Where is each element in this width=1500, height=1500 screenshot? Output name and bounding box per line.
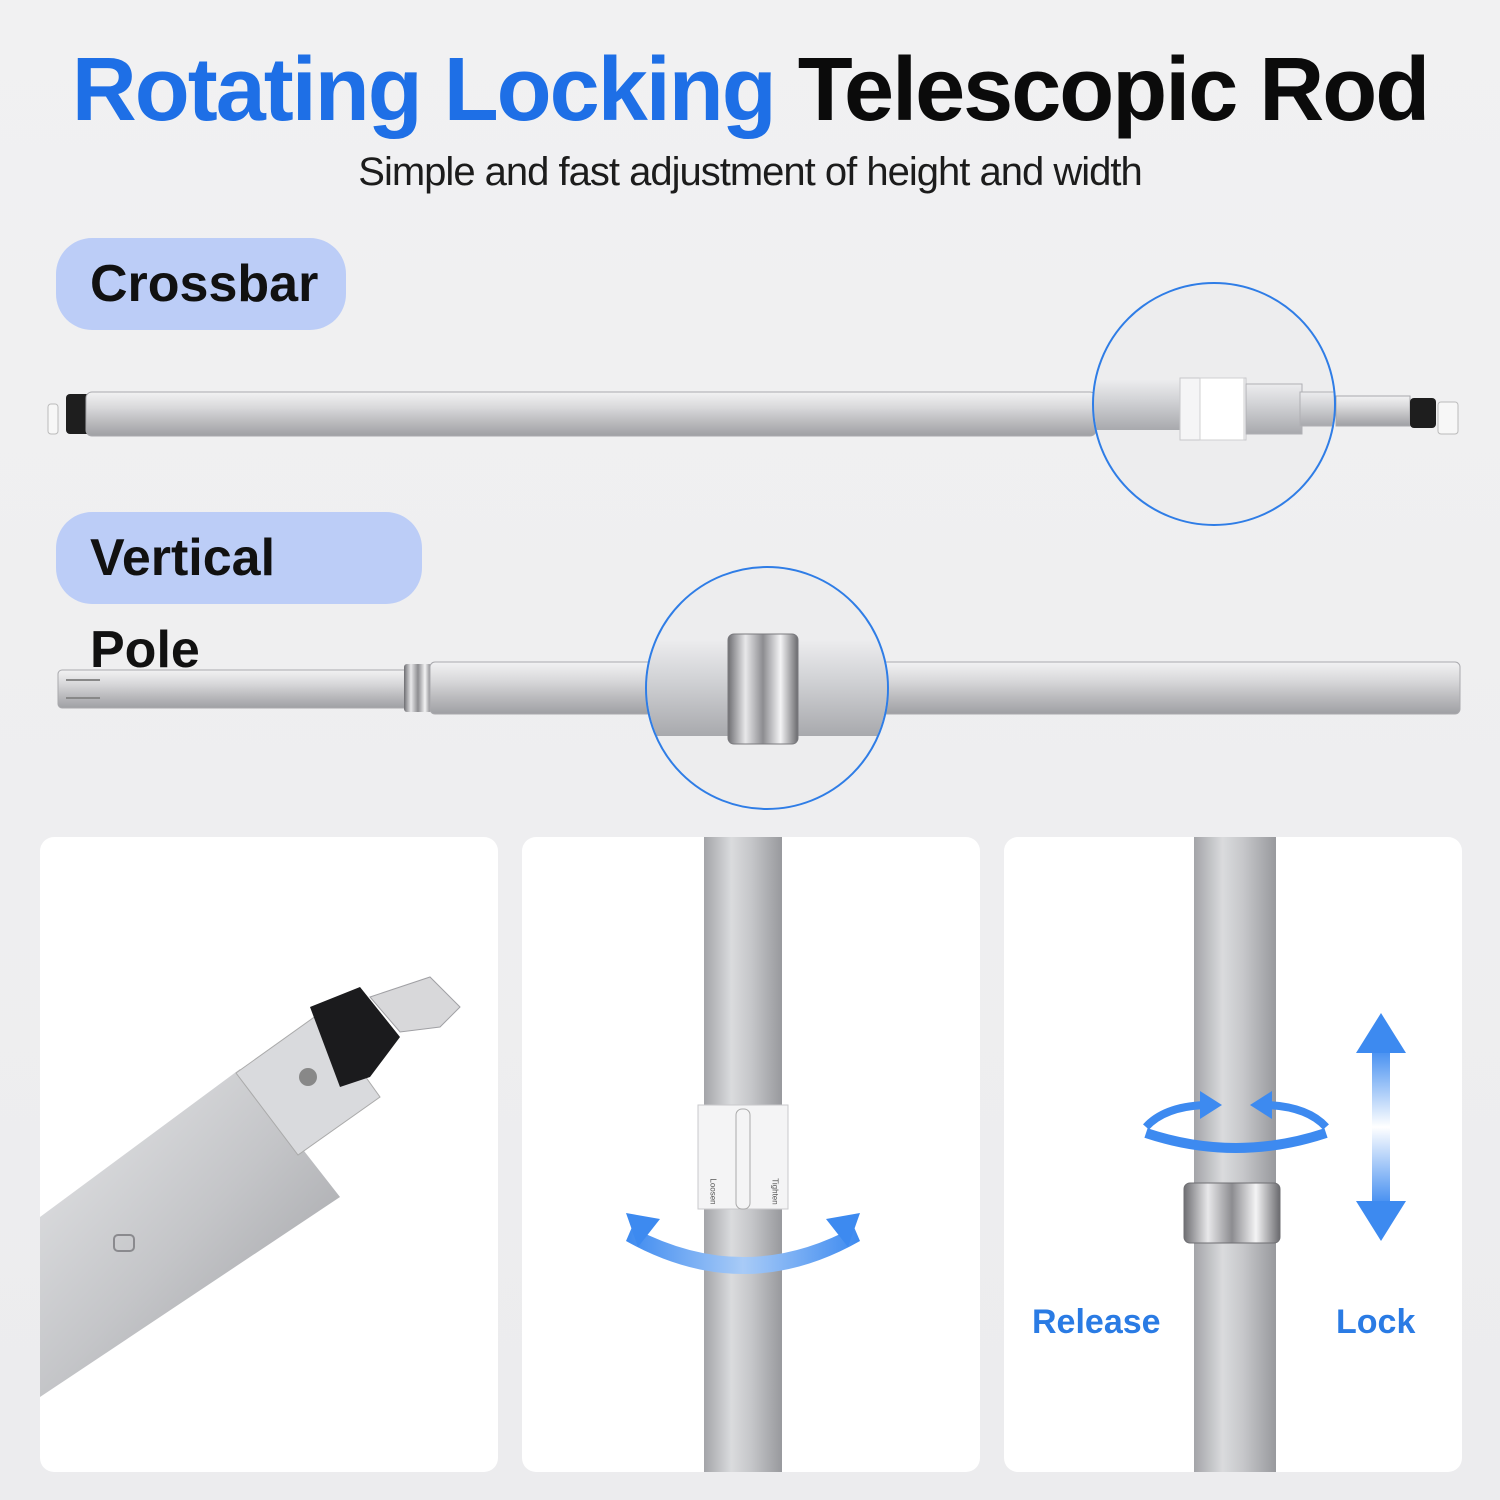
page-subtitle: Simple and fast adjustment of height and… (358, 150, 1142, 194)
crossbar-label: Crossbar (56, 238, 346, 330)
vertical-pole-zoom-circle (645, 566, 889, 810)
title-rest: Telescopic Rod (797, 40, 1430, 140)
release-label: Release (1032, 1303, 1161, 1341)
vertical-pole-label: Vertical Pole (56, 512, 422, 679)
page-title: Rotating Locking Telescopic Rod (0, 40, 1500, 140)
end-hook-illustration (40, 976, 461, 1397)
panel-end-hook (40, 837, 498, 1472)
twist-illustration (626, 837, 860, 1472)
title-highlight: Rotating Locking (71, 40, 777, 140)
panel-release-lock: Release Lock (1004, 837, 1462, 1472)
rods-illustration (47, 282, 1461, 810)
panel-rotate-twist: Loosen Tighten (522, 837, 980, 1472)
crossbar-zoom-circle (1092, 282, 1336, 526)
lock-label: Lock (1336, 1303, 1416, 1341)
crossbar-rod (47, 391, 1459, 437)
release-lock-illustration (1143, 837, 1406, 1472)
tighten-label: Tighten (770, 1178, 780, 1205)
loosen-label: Loosen (708, 1178, 718, 1205)
